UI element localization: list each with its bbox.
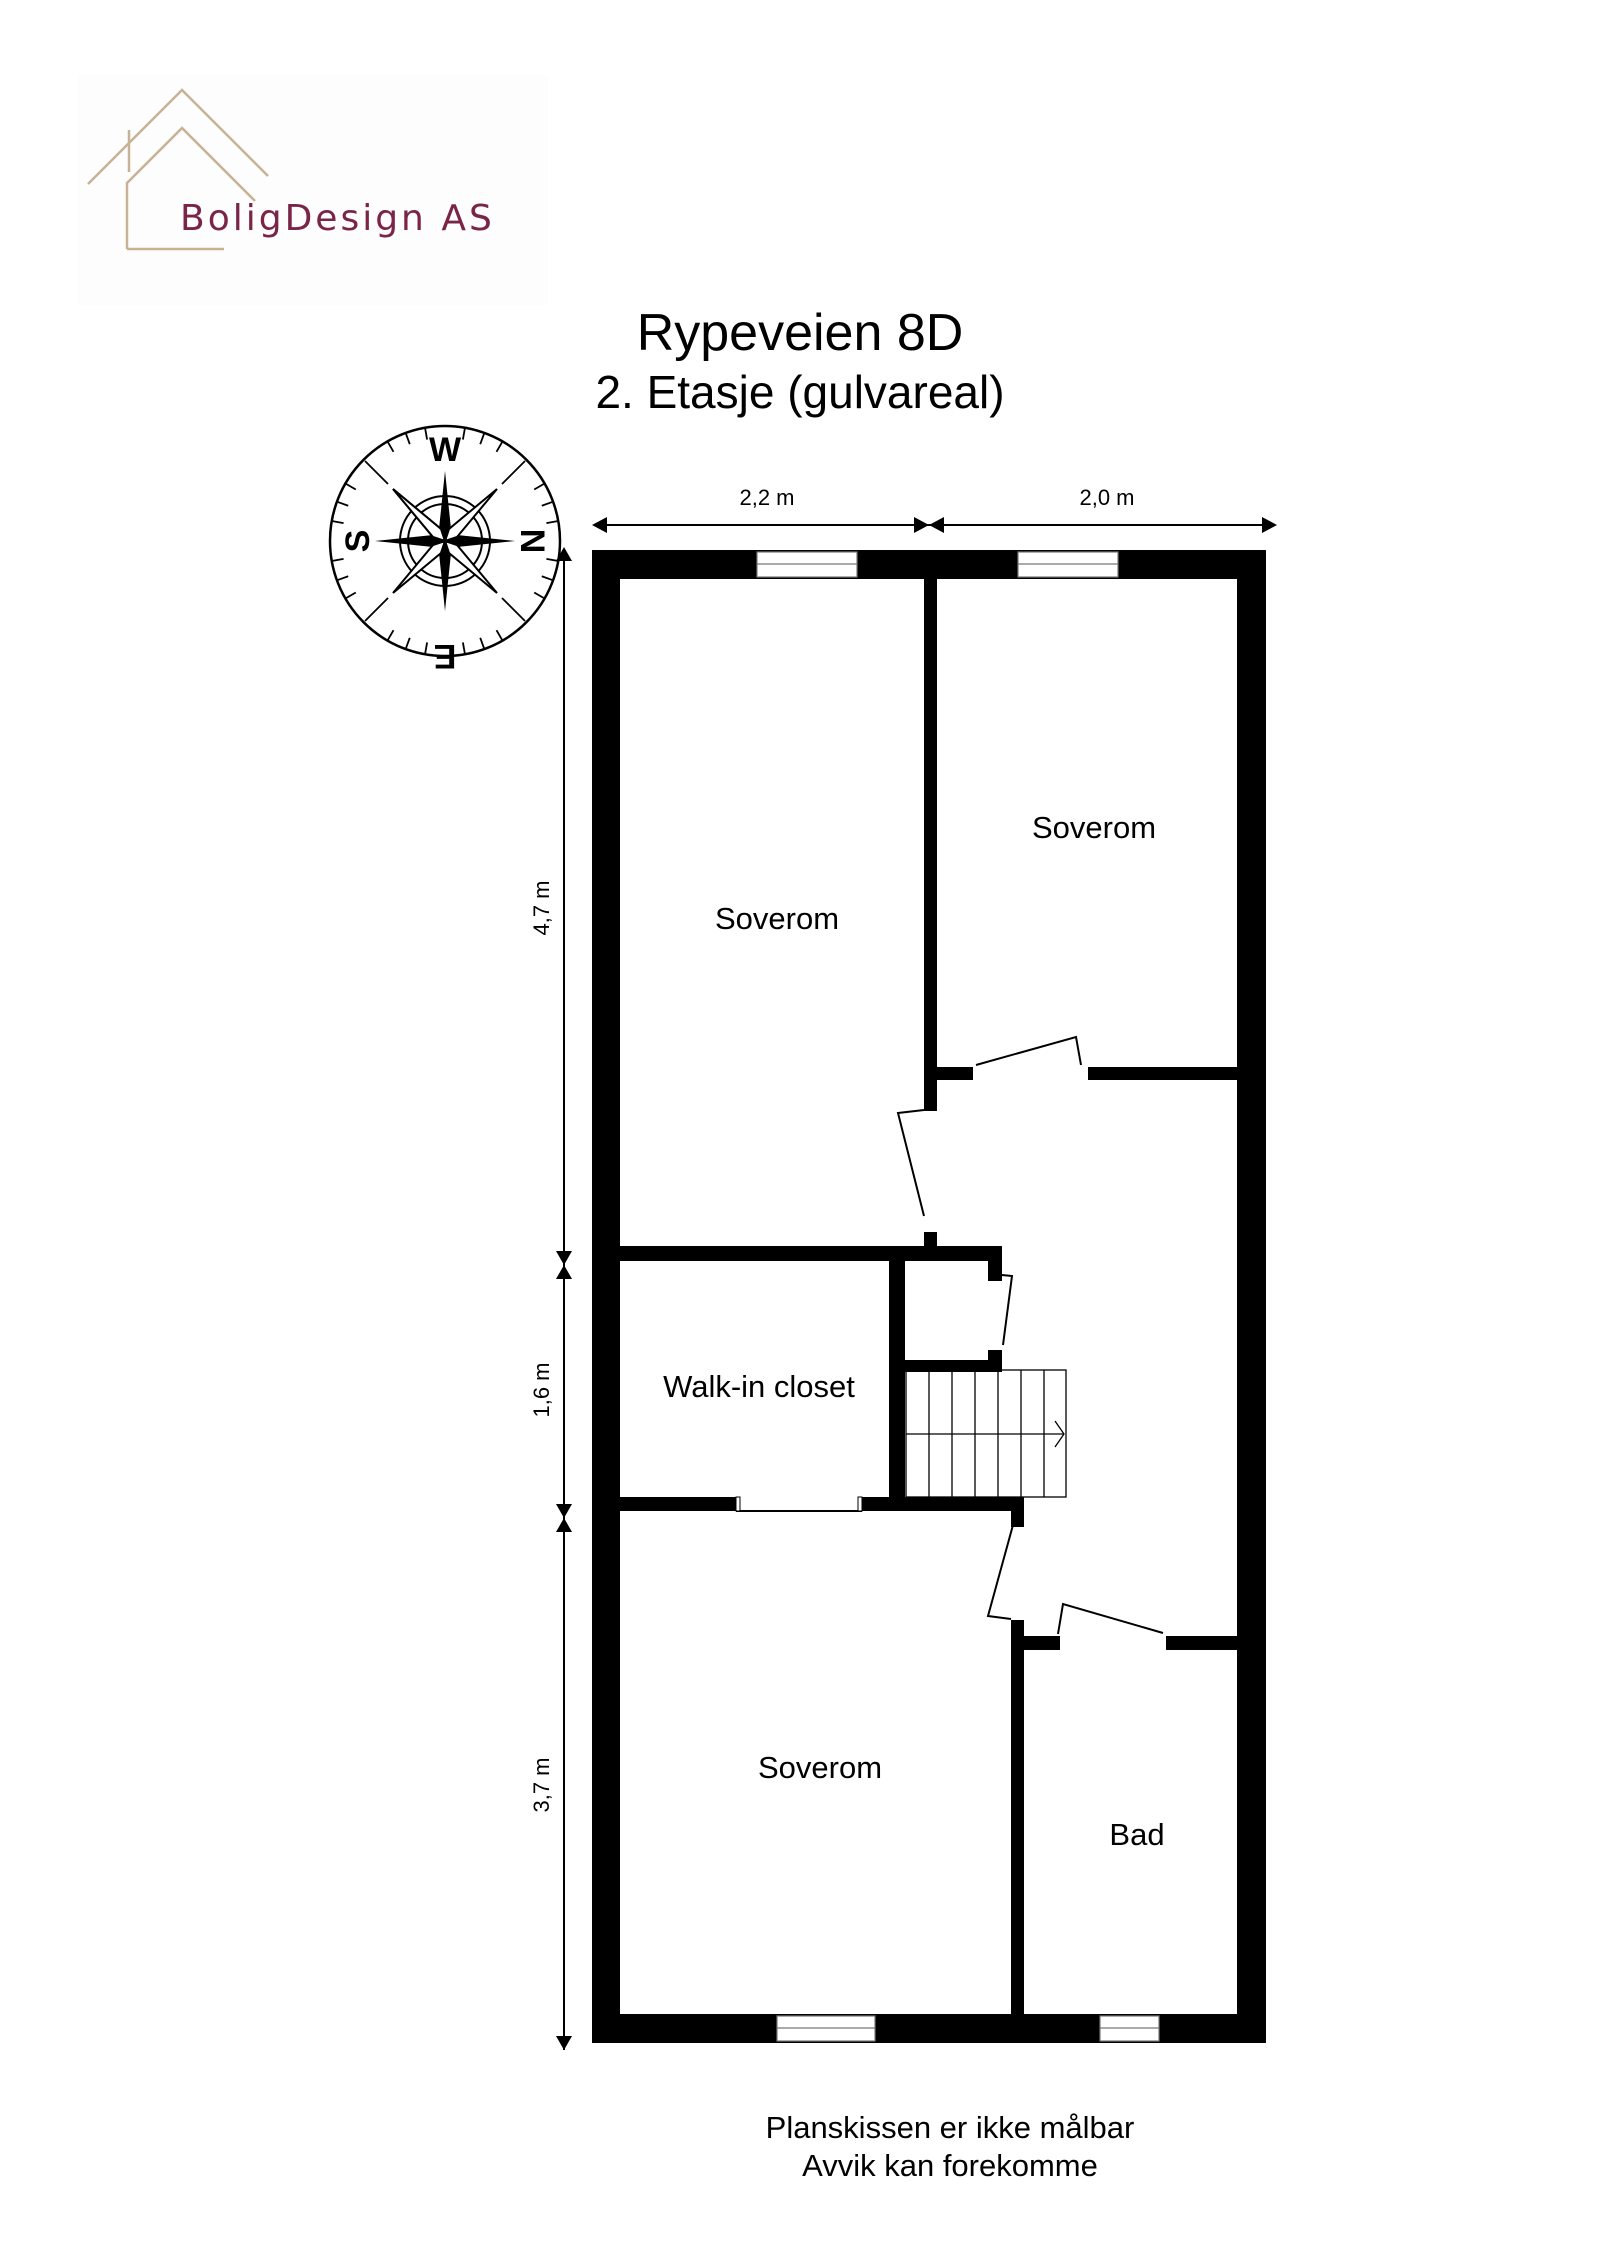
dim-height-top: 4,7 m xyxy=(529,880,554,935)
room-label-bedroom-right: Soverom xyxy=(1032,810,1156,845)
windows xyxy=(756,551,1160,2042)
vertical-dimensions: 4,7 m 1,6 m 3,7 m xyxy=(529,547,572,2050)
compass-label-bottom: E xyxy=(434,637,457,675)
company-name: BoligDesign AS xyxy=(180,198,495,239)
page-subtitle: 2. Etasje (gulvareal) xyxy=(595,366,1005,418)
horizontal-dimensions: 2,2 m 2,0 m xyxy=(592,485,1277,533)
room-label-bathroom: Bad xyxy=(1109,1817,1164,1852)
compass-label-top: W xyxy=(429,431,462,469)
dim-height-bottom: 3,7 m xyxy=(529,1757,554,1812)
dim-height-middle: 1,6 m xyxy=(529,1362,554,1417)
compass-rose-icon: W N E S xyxy=(328,424,562,675)
dim-width-right: 2,0 m xyxy=(1079,485,1134,510)
disclaimer-line-1: Planskissen er ikke målbar xyxy=(765,2110,1135,2145)
logo xyxy=(78,75,548,305)
house-outline-icon xyxy=(87,88,269,251)
compass-label-left: S xyxy=(339,530,377,553)
disclaimer: Planskissen er ikke målbar Avvik kan for… xyxy=(700,2109,1200,2185)
room-label-bedroom-bottom: Soverom xyxy=(758,1750,882,1785)
walls xyxy=(592,550,1266,2043)
page-title: Rypeveien 8D xyxy=(636,304,964,362)
stairs xyxy=(905,1369,1067,1498)
room-label-walk-in-closet: Walk-in closet xyxy=(663,1369,855,1404)
doors xyxy=(736,1035,1164,1635)
disclaimer-line-2: Avvik kan forekomme xyxy=(802,2148,1098,2183)
dim-width-left: 2,2 m xyxy=(739,485,794,510)
compass-label-right: N xyxy=(513,529,551,554)
room-label-bedroom-left: Soverom xyxy=(715,901,839,936)
